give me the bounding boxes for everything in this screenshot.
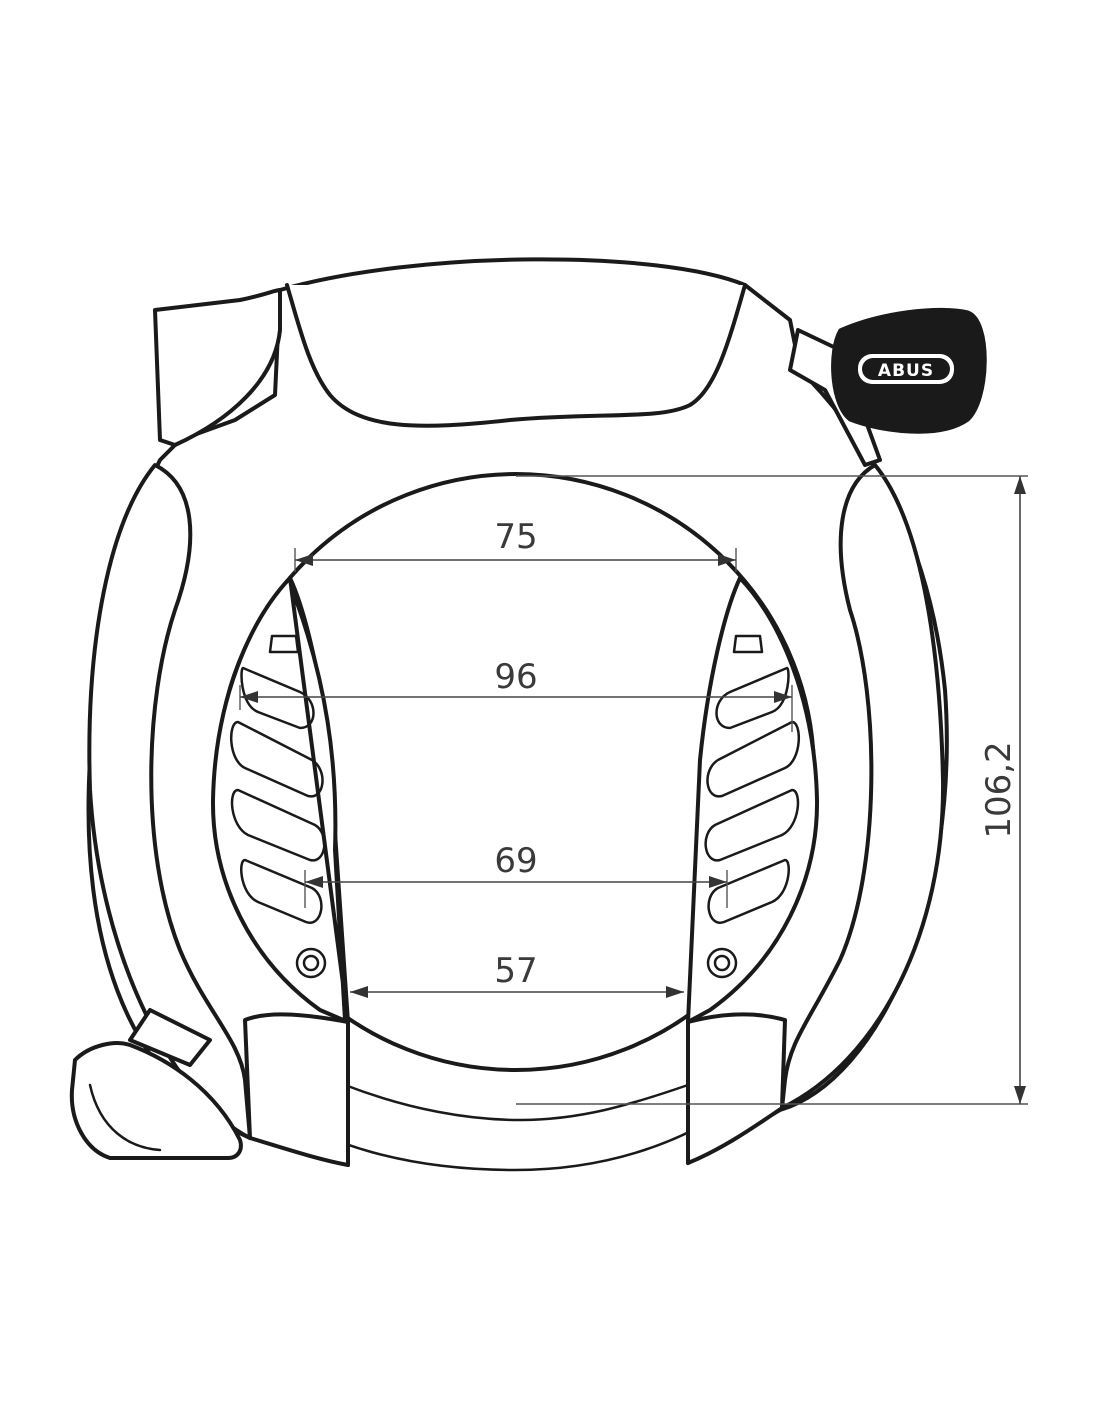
key: ABUS [788, 307, 987, 467]
dimension-106-2: 106,2 [516, 475, 1028, 1105]
dimension-annotations: 75 96 69 57 [239, 475, 1028, 1105]
right-slots [704, 634, 801, 979]
brand-logo-text: ABUS [878, 361, 934, 381]
dimension-96: 96 [239, 657, 793, 732]
dimension-75: 75 [294, 517, 737, 572]
right-side-band [780, 463, 946, 1110]
left-housing-block [153, 288, 282, 447]
lock-body [69, 257, 949, 1172]
release-lever-inner [88, 1083, 162, 1152]
key-logo-inner [862, 358, 950, 380]
lower-ring-inner [343, 1083, 690, 1122]
top-grip [285, 283, 747, 428]
right-slot-insert [686, 576, 820, 1024]
dimension-label-96: 96 [494, 657, 537, 697]
left-shackle-bar [288, 576, 350, 1167]
dimension-label-106-2: 106,2 [979, 741, 1019, 838]
left-slots [229, 634, 327, 979]
release-lever [128, 1008, 212, 1067]
dimension-label-57: 57 [494, 951, 537, 991]
dimension-label-75: 75 [494, 517, 537, 557]
dimension-57: 57 [350, 951, 684, 998]
dimension-69: 69 [304, 841, 728, 908]
left-side-band [87, 463, 252, 1140]
right-shackle-end [686, 1012, 787, 1165]
left-shackle-end [243, 1012, 350, 1167]
dimension-label-69: 69 [494, 841, 537, 881]
